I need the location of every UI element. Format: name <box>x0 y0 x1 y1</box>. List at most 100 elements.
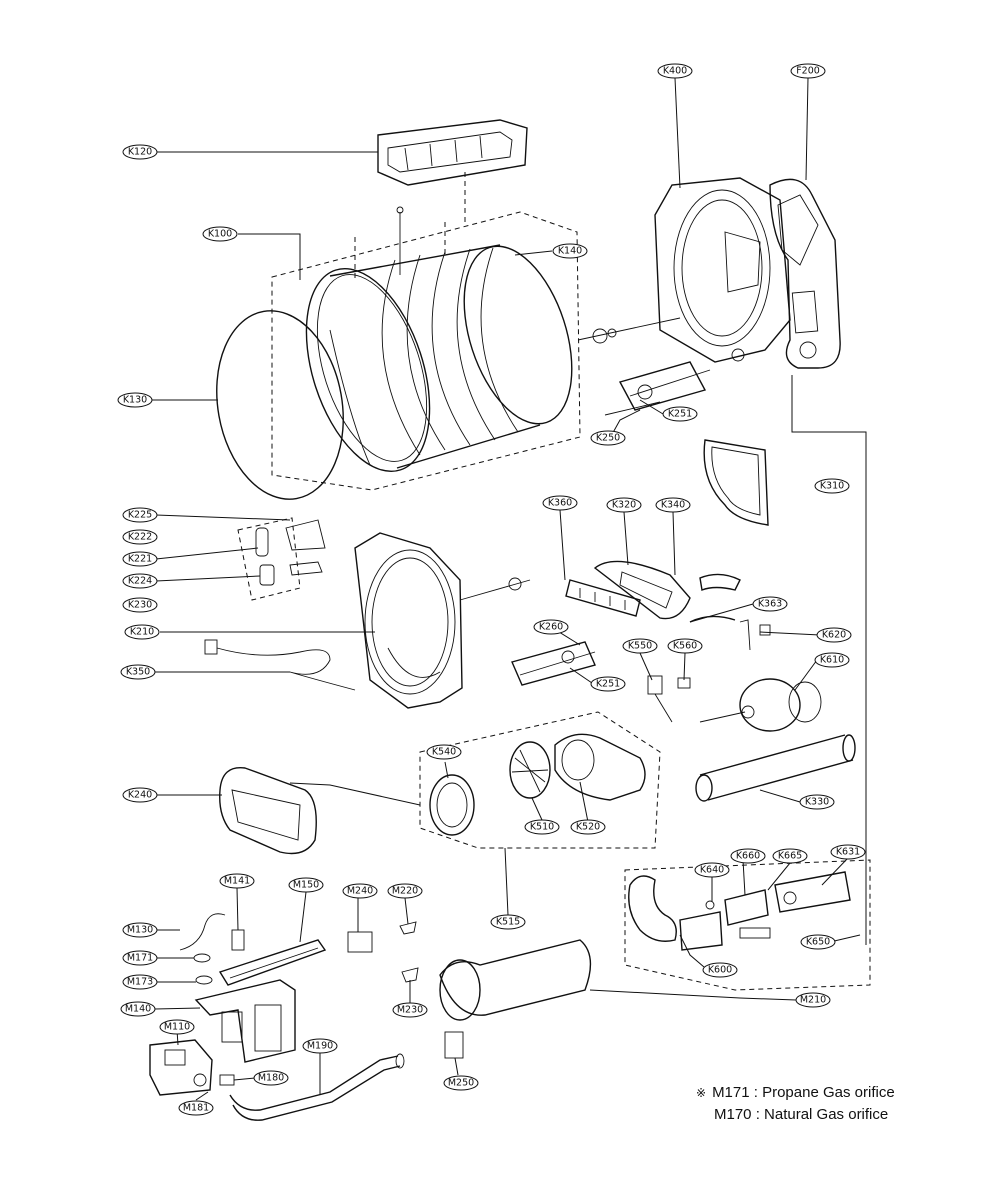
label-k510-text: K510 <box>530 822 554 833</box>
label-k650-text: K650 <box>806 937 830 948</box>
part-m141-igniter <box>231 929 245 951</box>
label-k631-text: K631 <box>836 847 860 858</box>
label-k540: K540 <box>426 744 462 760</box>
label-k631: K631 <box>830 844 866 860</box>
label-k251-lower: K251 <box>590 676 626 692</box>
part-k360-filter-housing <box>565 579 641 617</box>
label-k520-text: K520 <box>576 822 600 833</box>
note-asterisk-mark: ※ <box>696 1086 707 1100</box>
label-m181-text: M181 <box>183 1103 209 1114</box>
label-k221-text: K221 <box>128 554 152 565</box>
label-k360-text: K360 <box>548 498 572 509</box>
label-m150-text: M150 <box>293 880 319 891</box>
label-k660-text: K660 <box>736 851 760 862</box>
label-k350-harness-text: K350 <box>126 667 150 678</box>
part-m110-gas-valve <box>149 1039 213 1096</box>
part-k140-drum <box>305 244 573 472</box>
label-m141-text: M141 <box>224 876 250 887</box>
part-k260-roller-lower <box>511 641 596 686</box>
part-k120-cover <box>377 119 528 186</box>
label-m250-text: M250 <box>448 1078 474 1089</box>
note-natural-gas-orifice: M170 : Natural Gas orifice <box>696 1106 888 1123</box>
label-f200-text: F200 <box>796 66 820 77</box>
label-k251-upper-text: K251 <box>668 409 692 420</box>
label-k250: K250 <box>590 430 626 446</box>
label-m130: M130 <box>122 922 158 938</box>
label-m130-text: M130 <box>127 925 153 936</box>
note-propane-orifice: ※M171 : Propane Gas orifice <box>696 1084 895 1101</box>
part-k240-vent-grille <box>219 766 317 855</box>
label-k660: K660 <box>730 848 766 864</box>
label-m210: M210 <box>795 992 831 1008</box>
part-drum-shaft <box>577 317 681 344</box>
label-k400: K400 <box>657 63 693 79</box>
part-k320-lint-filter <box>593 560 691 620</box>
label-k330-text: K330 <box>805 797 829 808</box>
label-m181: M181 <box>178 1100 214 1116</box>
label-m240-text: M240 <box>347 886 373 897</box>
label-m171: M171 <box>122 950 158 966</box>
label-k120: K120 <box>122 144 158 160</box>
label-k363-text: K363 <box>758 599 782 610</box>
label-k360: K360 <box>542 495 578 511</box>
label-m250: M250 <box>443 1075 479 1091</box>
label-m140-text: M140 <box>125 1004 151 1015</box>
part-m250-bracket <box>444 1031 464 1059</box>
leader-lines <box>152 77 867 1101</box>
label-k610: K610 <box>814 652 850 668</box>
label-m220-text: M220 <box>392 886 418 897</box>
label-m230: M230 <box>392 1002 428 1018</box>
label-k320-text: K320 <box>612 500 636 511</box>
label-k250-text: K250 <box>596 433 620 444</box>
part-m220-clip <box>399 921 417 935</box>
label-k550: K550 <box>622 638 658 654</box>
part-k130-seal <box>216 310 344 500</box>
label-k515-text: K515 <box>496 917 520 928</box>
label-m110: M110 <box>159 1019 195 1035</box>
label-k640: K640 <box>694 862 730 878</box>
part-m171-orifice <box>193 953 211 963</box>
label-k600-text: K600 <box>708 965 732 976</box>
label-m220: M220 <box>387 883 423 899</box>
part-k350-harness <box>204 639 356 691</box>
label-k251-upper: K251 <box>662 406 698 422</box>
label-k550-text: K550 <box>628 641 652 652</box>
label-k310-text: K310 <box>820 481 844 492</box>
label-k225-text: K225 <box>128 510 152 521</box>
part-k610-motor <box>699 678 822 732</box>
label-k260-text: K260 <box>539 622 563 633</box>
part-k310-duct <box>703 439 769 526</box>
label-k340: K340 <box>655 497 691 513</box>
label-k222: K222 <box>122 529 158 545</box>
part-k550-switch <box>647 675 673 723</box>
label-k363: K363 <box>752 596 788 612</box>
label-k240: K240 <box>122 787 158 803</box>
label-k130-text: K130 <box>123 395 147 406</box>
label-k350-harness: K350 <box>120 664 156 680</box>
part-k600-burner-group <box>624 859 871 991</box>
part-k220-sensor-group <box>237 517 326 601</box>
label-m150: M150 <box>288 877 324 893</box>
label-m173-text: M173 <box>127 977 153 988</box>
label-m180: M180 <box>253 1070 289 1086</box>
label-m173: M173 <box>122 974 158 990</box>
label-k510: K510 <box>524 819 560 835</box>
note-natural-gas-text: M170 : Natural Gas orifice <box>714 1106 889 1123</box>
label-k650: K650 <box>800 934 836 950</box>
label-k240-text: K240 <box>128 790 152 801</box>
label-k260: K260 <box>533 619 569 635</box>
label-k222-text: K222 <box>128 532 152 543</box>
label-m210-text: M210 <box>800 995 826 1006</box>
part-m190-gas-pipe <box>229 1053 405 1121</box>
label-k330: K330 <box>799 794 835 810</box>
part-k250-roller-upper <box>604 361 711 416</box>
part-m173-orifice <box>195 975 213 985</box>
label-k400-text: K400 <box>663 66 687 77</box>
label-k620-text: K620 <box>822 630 846 641</box>
label-k120-text: K120 <box>128 147 152 158</box>
label-k221: K221 <box>122 551 158 567</box>
label-k320: K320 <box>606 497 642 513</box>
part-k620-clip <box>739 619 771 651</box>
label-k640-text: K640 <box>700 865 724 876</box>
